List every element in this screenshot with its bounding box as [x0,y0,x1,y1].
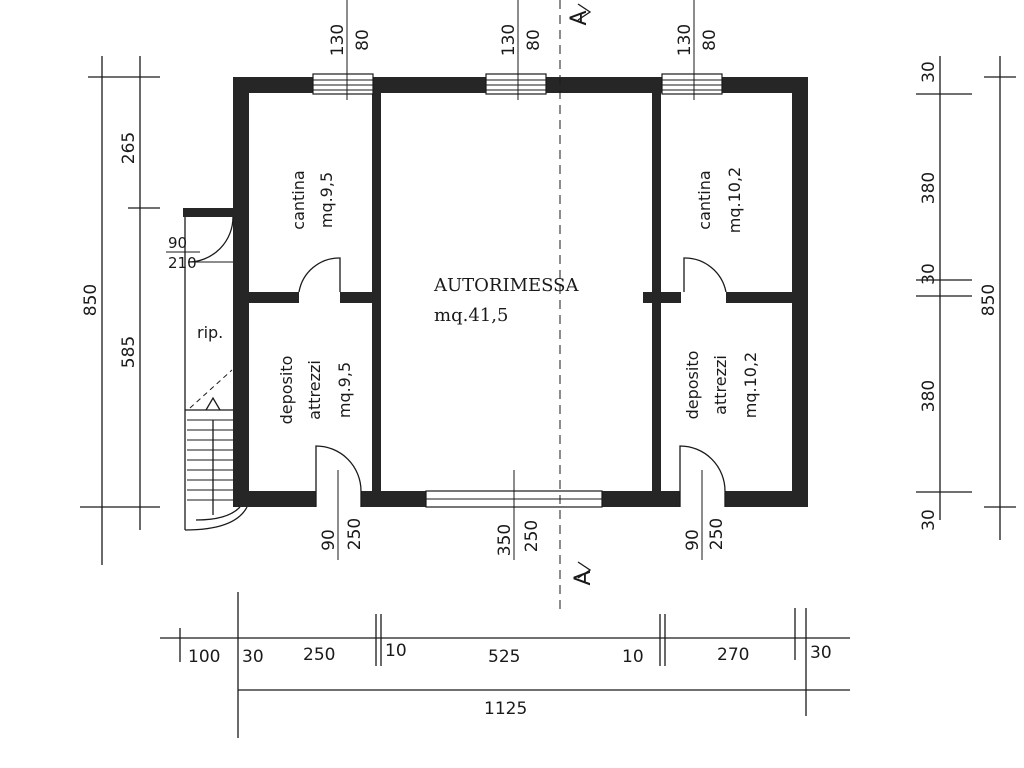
room-name: cantina [289,170,308,229]
section-label-bottom: A [571,570,596,585]
svg-text:525: 525 [488,647,520,667]
opening-dims-bottom: 90 250 350 250 90 250 [319,470,727,560]
room-name: AUTORIMESSA [433,275,580,296]
svg-text:380: 380 [919,380,939,412]
room-name: deposito [683,351,702,420]
room-cantina-right: cantina mq.10,2 [695,167,744,233]
svg-text:130: 130 [675,24,695,56]
room-area: mq.9,5 [317,172,336,228]
window-top-left [312,73,374,95]
room-name-2: attrezzi [711,355,730,415]
room-area: mq.41,5 [434,305,508,326]
svg-text:80: 80 [353,29,373,51]
svg-text:80: 80 [700,29,720,51]
svg-text:90: 90 [319,529,339,551]
svg-text:130: 130 [499,24,519,56]
window-top-right [661,73,723,95]
svg-text:30: 30 [242,647,264,667]
svg-text:250: 250 [522,520,542,552]
svg-text:80: 80 [524,29,544,51]
section-line: A A [559,0,596,612]
svg-text:380: 380 [919,172,939,204]
svg-text:350: 350 [495,524,515,556]
dims-left: 850 265 585 [80,56,160,565]
side-door-dim: 90 210 [166,234,200,272]
room-cantina-left: cantina mq.9,5 [289,170,336,229]
svg-text:1125: 1125 [484,699,527,719]
room-deposito-left: deposito attrezzi mq.9,5 [277,356,354,425]
svg-text:850: 850 [979,284,999,316]
room-rip: rip. [197,323,223,342]
room-autorimessa: AUTORIMESSA mq.41,5 [433,275,580,326]
dims-right: 30 380 30 380 30 850 [916,56,1016,540]
svg-text:10: 10 [622,647,644,667]
room-name-2: attrezzi [305,360,324,420]
svg-text:90: 90 [168,234,187,252]
svg-text:30: 30 [919,61,939,83]
svg-text:10: 10 [385,641,407,661]
svg-text:30: 30 [810,643,832,663]
door-inner-left [298,257,341,293]
svg-text:90: 90 [683,529,703,551]
svg-text:30: 30 [919,509,939,531]
room-area: mq.9,5 [335,362,354,418]
window-top-center [485,73,547,95]
inner-walls [249,93,792,491]
svg-text:30: 30 [919,263,939,285]
room-deposito-right: deposito attrezzi mq.10,2 [683,351,760,420]
svg-text:850: 850 [81,284,101,316]
svg-text:265: 265 [119,132,139,164]
svg-text:250: 250 [707,518,727,550]
svg-text:130: 130 [328,24,348,56]
side-entry [183,208,234,530]
svg-text:250: 250 [345,518,365,550]
door-inner-right [683,257,727,293]
room-area: mq.10,2 [725,167,744,233]
window-dims-top: 130 80 130 80 130 80 [328,0,720,100]
room-name: deposito [277,356,296,425]
svg-text:270: 270 [717,645,749,665]
staircase [184,369,248,531]
svg-text:250: 250 [303,645,335,665]
room-name: cantina [695,170,714,229]
svg-text:585: 585 [119,336,139,368]
dims-bottom: 100 30 250 10 525 10 270 30 1125 [160,592,850,738]
svg-text:210: 210 [168,254,197,272]
room-area: mq.10,2 [741,352,760,418]
svg-text:100: 100 [188,647,220,667]
